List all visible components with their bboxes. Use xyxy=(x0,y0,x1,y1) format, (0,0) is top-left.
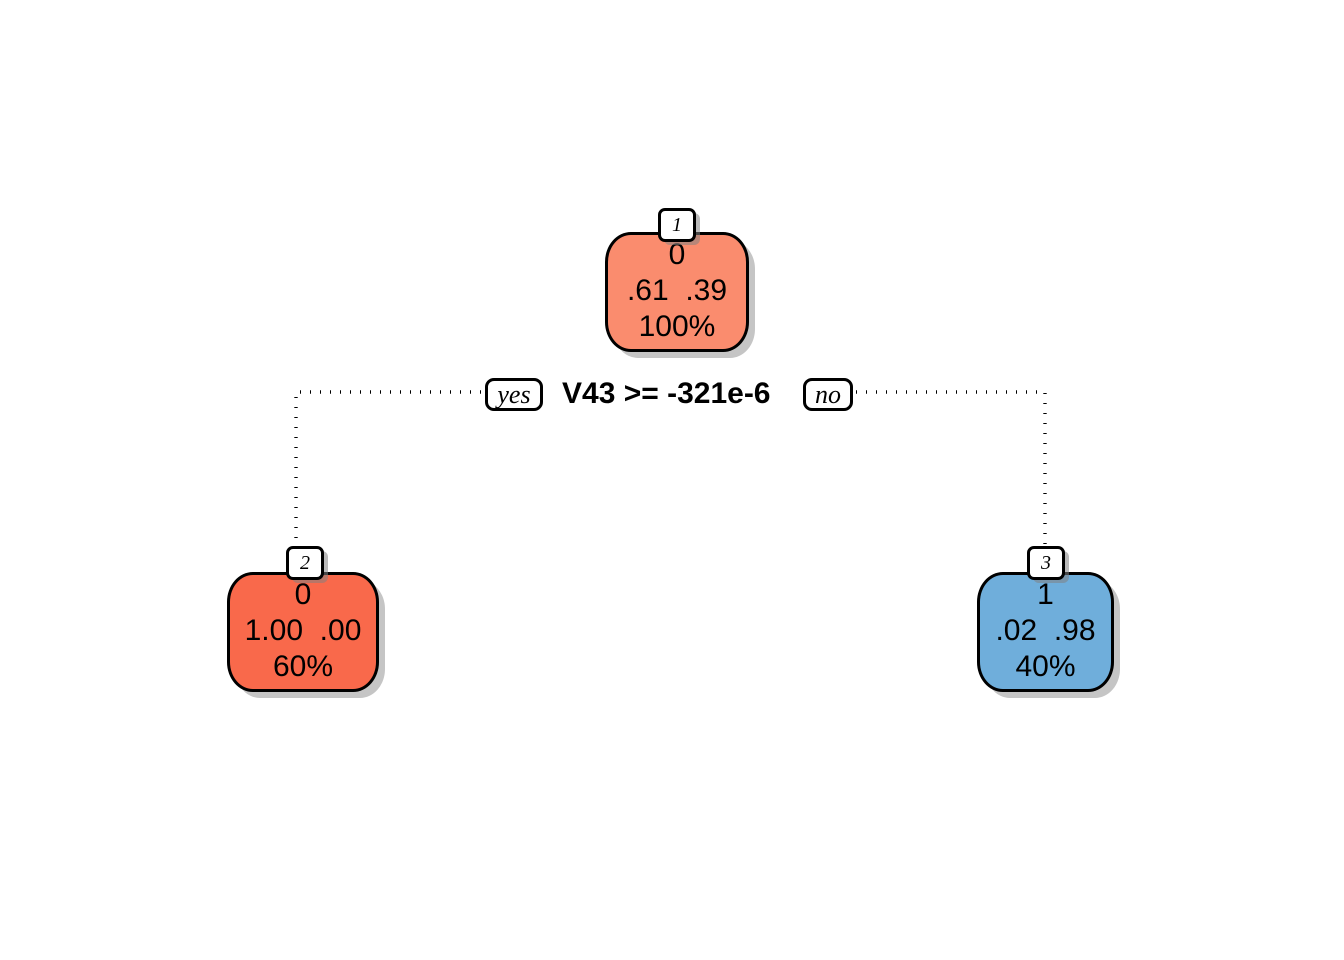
node-1-predicted-class: 0 xyxy=(668,238,686,271)
node-3-percent: 40% xyxy=(1015,650,1076,683)
node-1-number: 1 xyxy=(672,214,682,236)
node-2-body[interactable]: 0 1.00 .00 60% xyxy=(227,572,379,692)
branch-label-no-text: no xyxy=(815,379,841,409)
node-1-percent: 100% xyxy=(638,310,716,343)
node-2-probabilities: 1.00 .00 xyxy=(244,614,362,647)
branch-label-yes-text: yes xyxy=(497,379,531,409)
branch-label-no[interactable]: no xyxy=(803,378,853,411)
node-1-probabilities: .61 .39 xyxy=(626,274,728,307)
node-2-number: 2 xyxy=(300,552,310,574)
split-condition-text: V43 >= -321e-6 xyxy=(562,377,771,410)
node-3-number-badge: 3 xyxy=(1027,546,1065,580)
node-1-number-badge: 1 xyxy=(658,208,696,242)
branch-label-yes[interactable]: yes xyxy=(485,378,543,411)
split-condition-label: V43 >= -321e-6 xyxy=(562,379,771,409)
node-2-number-badge: 2 xyxy=(286,546,324,580)
node-2-predicted-class: 0 xyxy=(294,578,312,611)
edge-root-to-node2 xyxy=(294,390,481,560)
node-1-body[interactable]: 0 .61 .39 100% xyxy=(605,232,749,352)
node-3-number: 3 xyxy=(1041,552,1051,574)
node-3-probabilities: .02 .98 xyxy=(995,614,1096,647)
node-3-predicted-class: 1 xyxy=(1037,578,1054,611)
node-2-percent: 60% xyxy=(272,650,334,683)
node-3-body[interactable]: 1 .02 .98 40% xyxy=(977,572,1114,692)
edge-root-to-node3 xyxy=(856,390,1047,560)
